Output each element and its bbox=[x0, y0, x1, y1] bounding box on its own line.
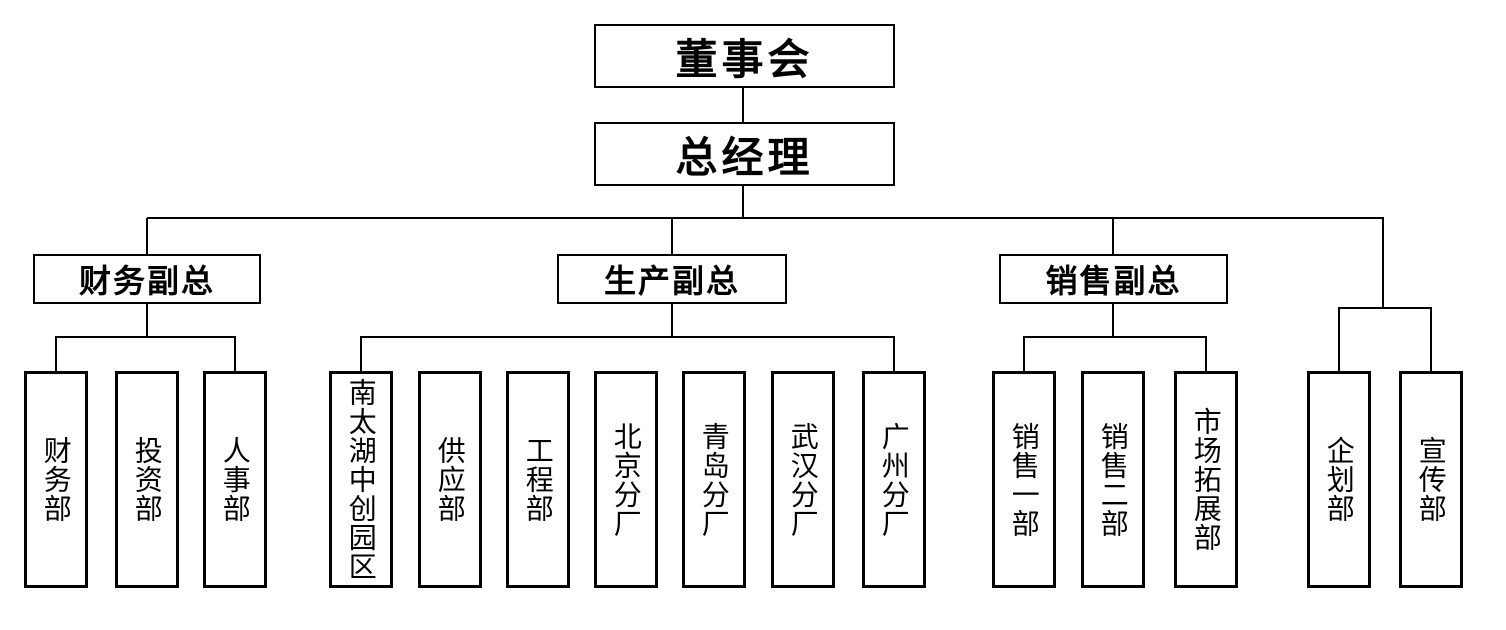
org-node-publicity-dept: 宣传部 bbox=[1399, 371, 1463, 588]
org-node-label: 企划部 bbox=[1323, 436, 1355, 523]
org-node-supply-dept: 供应部 bbox=[418, 371, 482, 588]
connector-sales-drop-right bbox=[1205, 337, 1207, 371]
org-node-finance-vp: 财务副总 bbox=[33, 254, 261, 304]
org-node-production-vp: 生产副总 bbox=[557, 254, 787, 304]
org-node-finance-dept: 财务部 bbox=[24, 371, 88, 588]
org-node-general-manager: 总经理 bbox=[594, 122, 895, 186]
connector-sales-vp-down bbox=[1112, 304, 1114, 337]
connector-drop-sales-vp bbox=[1112, 218, 1114, 254]
connector-production-horizontal bbox=[360, 336, 895, 338]
org-node-board: 董事会 bbox=[594, 24, 895, 88]
connector-production-drop-right bbox=[893, 337, 895, 371]
org-node-sales-dept-2: 销售二部 bbox=[1081, 371, 1145, 588]
org-node-wuhan-branch: 武汉分厂 bbox=[771, 371, 835, 588]
org-node-label: 工程部 bbox=[522, 436, 554, 523]
connector-finance-vp-down bbox=[146, 304, 148, 337]
connector-board-gm bbox=[742, 86, 744, 122]
org-node-hr-dept: 人事部 bbox=[203, 371, 267, 588]
connector-production-vp-down bbox=[671, 302, 673, 337]
org-node-label: 南太湖中创园区 bbox=[345, 378, 377, 581]
org-node-label: 销售二部 bbox=[1097, 421, 1129, 538]
connector-direct-drop-left bbox=[1338, 308, 1340, 371]
connector-finance-horizontal bbox=[55, 336, 236, 338]
connector-sales-drop-left bbox=[1023, 337, 1025, 371]
org-node-label: 供应部 bbox=[434, 436, 466, 523]
org-node-sales-dept-1: 销售一部 bbox=[992, 371, 1056, 588]
org-node-engineering-dept: 工程部 bbox=[506, 371, 570, 588]
org-node-label: 销售一部 bbox=[1008, 421, 1040, 538]
org-node-label: 武汉分厂 bbox=[787, 421, 819, 538]
connector-gm-down bbox=[742, 184, 744, 218]
org-node-nantaihu-park: 南太湖中创园区 bbox=[329, 371, 393, 588]
org-node-planning-dept: 企划部 bbox=[1307, 371, 1371, 588]
org-node-label: 财务部 bbox=[40, 436, 72, 523]
org-node-qingdao-branch: 青岛分厂 bbox=[682, 371, 746, 588]
org-node-sales-vp: 销售副总 bbox=[999, 254, 1228, 304]
connector-drop-direct-branch bbox=[1382, 218, 1384, 308]
connector-finance-drop-left bbox=[55, 337, 57, 371]
org-node-market-expansion-dept: 市场拓展部 bbox=[1174, 371, 1238, 588]
org-node-label: 广州分厂 bbox=[878, 421, 910, 538]
org-node-beijing-branch: 北京分厂 bbox=[594, 371, 658, 588]
org-node-label: 北京分厂 bbox=[610, 421, 642, 538]
org-node-label: 人事部 bbox=[219, 436, 251, 523]
org-node-label: 宣传部 bbox=[1415, 436, 1447, 523]
org-node-label: 市场拓展部 bbox=[1190, 407, 1222, 552]
connector-finance-drop-right bbox=[234, 337, 236, 371]
connector-sales-horizontal bbox=[1023, 336, 1207, 338]
org-node-guangzhou-branch: 广州分厂 bbox=[862, 371, 926, 588]
connector-drop-finance-vp bbox=[146, 218, 148, 254]
connector-direct-drop-right bbox=[1430, 308, 1432, 371]
connector-production-drop-left bbox=[360, 337, 362, 371]
connector-direct-horizontal bbox=[1338, 307, 1432, 309]
org-node-label: 投资部 bbox=[131, 436, 163, 523]
connector-main-horizontal bbox=[147, 217, 1384, 219]
connector-drop-production-vp bbox=[671, 218, 673, 254]
org-node-label: 青岛分厂 bbox=[698, 421, 730, 538]
org-node-investment-dept: 投资部 bbox=[115, 371, 179, 588]
